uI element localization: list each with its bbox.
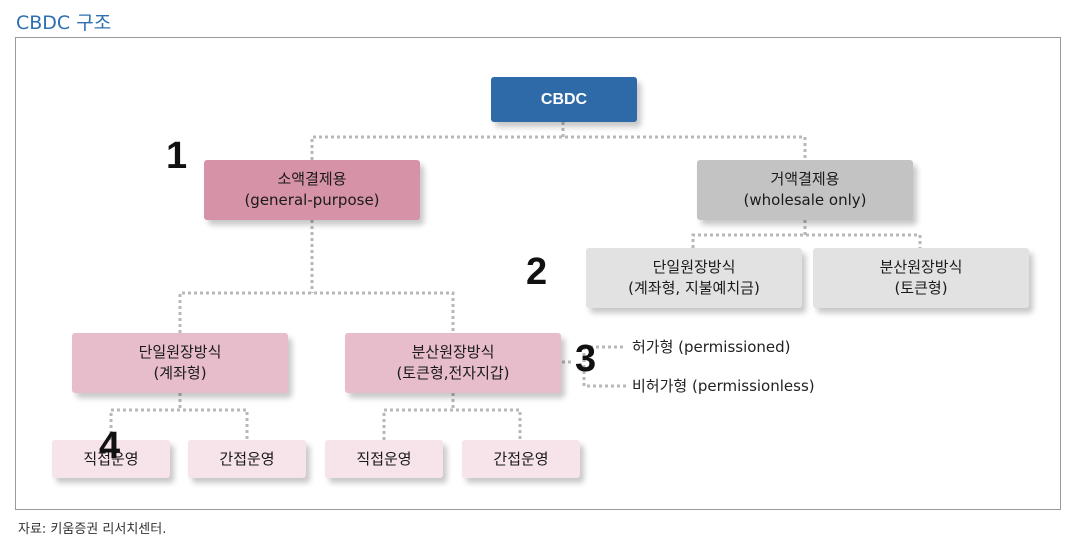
source-note: 자료: 키움증권 리서치센터. (18, 522, 167, 537)
wholesale-distributed-label: 분산원장방식 (879, 258, 963, 276)
retail-distributed-label: 분산원장방식 (411, 343, 495, 361)
wholesale-single-node: 단일원장방식 (계좌형, 지불예치금) (586, 248, 802, 308)
retail-distributed-node: 분산원장방식 (토큰형,전자지갑) (345, 333, 561, 393)
single-indirect-node: 간접운영 (188, 440, 306, 478)
permissioned-label: 허가형 (permissioned) (632, 338, 791, 356)
single-indirect-label: 간접운영 (219, 449, 275, 468)
retail-single-label: 단일원장방식 (138, 343, 222, 361)
single-direct-node: 직접운영 (52, 440, 170, 478)
dist-direct-node: 직접운영 (325, 440, 443, 478)
retail-label: 소액결제용 (277, 170, 347, 188)
page-title: CBDC 구조 (16, 12, 112, 34)
wholesale-single-sublabel: (계좌형, 지불예치금) (628, 279, 760, 297)
marker-2: 2 (526, 251, 548, 293)
connector-retail-single (109, 393, 249, 440)
connector-permission (562, 345, 626, 388)
connector-root (310, 122, 807, 160)
wholesale-distributed-sublabel: (토큰형) (894, 279, 948, 297)
wholesale-label: 거액결제용 (770, 170, 840, 188)
wholesale-distributed-node: 분산원장방식 (토큰형) (813, 248, 1029, 308)
connector-retail (178, 220, 455, 333)
dist-direct-label: 직접운영 (356, 449, 412, 468)
wholesale-node: 거액결제용 (wholesale only) (697, 160, 913, 220)
dist-indirect-node: 간접운영 (462, 440, 580, 478)
wholesale-sublabel: (wholesale only) (743, 191, 867, 209)
retail-node: 소액결제용 (general-purpose) (204, 160, 420, 220)
diagram-frame (15, 37, 1061, 510)
marker-1: 1 (166, 135, 188, 177)
connector-wholesale (691, 220, 922, 248)
retail-distributed-sublabel: (토큰형,전자지갑) (396, 364, 510, 382)
permissionless-label: 비허가형 (permissionless) (632, 377, 815, 395)
cbdc-label: CBDC (540, 91, 588, 108)
connector-retail-distributed (382, 393, 522, 440)
retail-single-node: 단일원장방식 (계좌형) (72, 333, 288, 393)
retail-sublabel: (general-purpose) (244, 191, 380, 209)
retail-single-sublabel: (계좌형) (153, 364, 207, 382)
single-direct-label: 직접운영 (83, 449, 139, 468)
dist-indirect-label: 간접운영 (493, 449, 549, 468)
marker-4: 4 (99, 425, 121, 467)
wholesale-single-label: 단일원장방식 (652, 258, 736, 276)
cbdc-node: CBDC (491, 77, 637, 122)
marker-3: 3 (575, 338, 597, 380)
